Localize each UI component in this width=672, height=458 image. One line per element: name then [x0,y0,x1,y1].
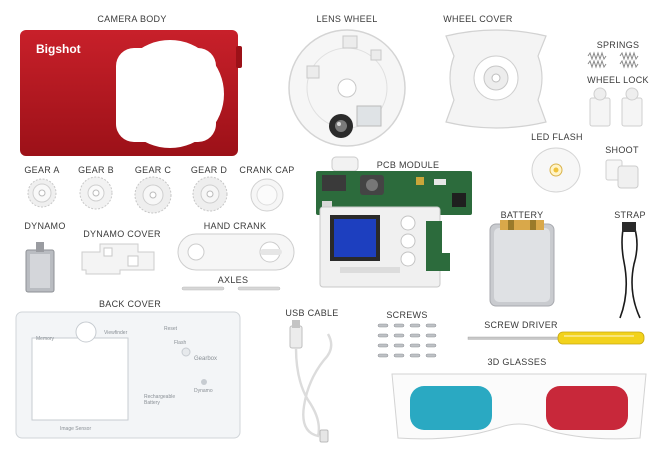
label-led-flash: LED FLASH [531,132,583,142]
battery [486,220,558,308]
label-gear-a: GEAR A [24,165,60,175]
gear-a [26,177,58,209]
back-cover-dynamo-text: Dynamo [194,388,213,394]
label-springs: SPRINGS [596,40,640,50]
back-cover-reset-text: Reset [164,326,178,332]
shoot-button [604,158,640,190]
strap [610,222,654,322]
gear-b [78,175,114,211]
back-cover-memory-text: Memory [36,336,55,342]
springs [586,51,650,69]
label-wheel-lock: WHEEL LOCK [587,75,649,85]
label-3d-glasses: 3D GLASSES [487,357,547,367]
label-dynamo: DYNAMO [24,221,66,231]
pcb-module [316,156,472,289]
label-wheel-cover: WHEEL COVER [443,14,513,24]
label-back-cover: BACK COVER [98,299,162,309]
3d-glasses [388,368,650,444]
back-cover-flash-text: Flash [174,340,187,346]
back-cover-viewfinder-text: Viewfinder [104,330,128,336]
led-flash [530,146,582,194]
label-gear-c: GEAR C [134,165,172,175]
label-usb-cable: USB CABLE [285,308,339,318]
label-hand-crank: HAND CRANK [203,221,267,231]
camera-body: Bigshot [20,28,242,158]
wheel-cover [440,28,552,130]
dynamo [22,242,58,294]
label-crank-cap: CRANK CAP [239,165,295,175]
label-shoot: SHOOT [605,145,639,155]
dynamo-cover [80,242,156,276]
label-screws: SCREWS [386,310,428,320]
label-axles: AXLES [217,275,249,285]
label-camera-body: CAMERA BODY [97,14,167,24]
wheel-lock [586,86,646,128]
bigshot-logo: Bigshot [36,42,81,56]
back-cover-image-sensor-text: Image Sensor [60,426,92,432]
label-gear-d: GEAR D [190,165,228,175]
usb-cable [278,320,342,444]
label-battery: BATTERY [500,210,544,220]
back-cover-gearbox-text: Gearbox [194,356,218,362]
label-lens-wheel: LENS WHEEL [316,14,378,24]
screws [376,322,440,360]
gear-c [133,175,173,215]
label-gear-b: GEAR B [78,165,114,175]
gear-d [191,175,229,213]
screw-driver [467,330,648,346]
label-dynamo-cover: DYNAMO COVER [83,229,161,239]
hand-crank [176,232,296,272]
crank-cap [250,178,284,212]
axles [181,285,282,293]
label-pcb-module: PCB MODULE [376,160,440,170]
back-cover: Memory Viewfinder Reset Flash Gearbox Dy… [14,310,242,440]
lens-wheel [287,28,407,148]
label-screw-driver: SCREW DRIVER [484,320,558,330]
label-strap: STRAP [614,210,646,220]
back-cover-battery-text: Rechargeable Battery [144,394,176,406]
